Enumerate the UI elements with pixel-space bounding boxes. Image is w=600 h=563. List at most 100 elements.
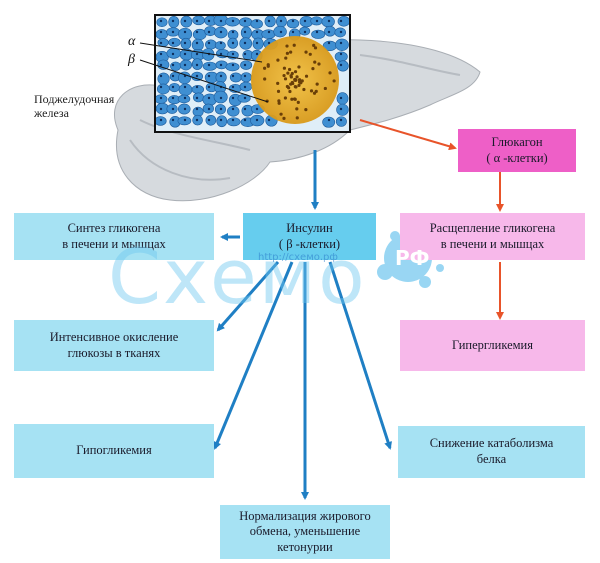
islet-cell-dot [287, 67, 292, 72]
islet-cell-dot [313, 46, 318, 50]
islet-cell-dot [289, 50, 293, 54]
arrow-insulin-hypoglycemia [213, 261, 294, 450]
cell-nucleus [207, 41, 211, 45]
islet-cell-dot [276, 81, 280, 85]
cell-nucleus [195, 96, 199, 100]
cell-nucleus [243, 96, 247, 100]
cell-nucleus [159, 107, 163, 111]
cell-nucleus [183, 63, 187, 67]
tissue-cell [205, 39, 217, 50]
islet-cell-dot [293, 70, 298, 74]
tissue-cell [240, 26, 252, 40]
tissue-cell [180, 15, 193, 28]
tissue-cell [311, 29, 326, 39]
islet-cell-dot [276, 58, 280, 62]
tissue-cell [240, 72, 252, 83]
cell-nucleus [303, 19, 307, 23]
cell-nucleus [339, 19, 343, 23]
cell-nucleus [243, 118, 247, 122]
red-arrows [359, 119, 504, 320]
islet-cell-dot [277, 99, 281, 103]
islet-cell-dot [323, 86, 327, 91]
cell-nucleus [231, 19, 235, 23]
watermark-url: http://схемо.рф [258, 252, 338, 263]
cell-nucleus [183, 96, 187, 100]
tissue-cell [337, 16, 350, 27]
cell-nucleus [243, 30, 247, 34]
islet-cell-dot [308, 52, 312, 56]
islet-cell-dot [332, 79, 336, 83]
cell-nucleus [315, 30, 319, 34]
islet-cell-dot [312, 43, 316, 47]
islet-cell-dot [297, 78, 302, 82]
cell-nucleus [207, 96, 211, 100]
cell-nucleus [327, 118, 331, 122]
tissue-cell [215, 71, 227, 84]
islet-cell-dot [315, 82, 319, 86]
cell-nucleus [231, 41, 235, 45]
islet-cell-dot [297, 83, 301, 87]
tissue-cell [168, 15, 180, 29]
cell-nucleus [207, 118, 211, 122]
islet-cell-dot [295, 107, 299, 111]
cell-nucleus [231, 74, 235, 78]
islet-cell-dot [328, 71, 332, 75]
cell-nucleus [255, 30, 259, 34]
cell-nucleus [171, 96, 175, 100]
cell-nucleus [339, 107, 343, 111]
cell-nucleus [183, 41, 187, 45]
cell-nucleus [195, 30, 199, 34]
islet-cell-dot [285, 44, 289, 48]
glycogen-breakdown-box: Расщепление гликогена в печени и мышцах [400, 213, 585, 260]
tissue-cell [227, 105, 240, 117]
arrow-insulin-protein [328, 261, 392, 450]
islet-cell-dot [282, 66, 287, 70]
islet-cell-dot [304, 74, 309, 78]
blue-arrows [213, 150, 392, 500]
islet-cell-dot [309, 89, 314, 93]
cell-nucleus [195, 85, 199, 89]
islet-cell-dot [304, 50, 308, 54]
islet-cell-dot [266, 64, 270, 68]
cell-nucleus [243, 107, 247, 111]
tissue-cell [156, 17, 168, 28]
insulin-box: Инсулин ( β -клетки) [243, 213, 376, 260]
glycogen-synthesis-box: Синтез гликогена в печени и мышцах [14, 213, 214, 260]
islet-cell-dot [293, 78, 297, 82]
tissue-cell [336, 92, 349, 105]
cell-nucleus [183, 30, 187, 34]
cell-nucleus [279, 30, 283, 34]
tissue-cell [205, 114, 217, 126]
cell-nucleus [195, 63, 199, 67]
tissue-cell [178, 71, 192, 85]
alpha-cell-label: α [128, 34, 136, 49]
tissue-cell [168, 82, 180, 93]
islet-cell-dot [288, 89, 292, 94]
islet-cell-dot [277, 101, 281, 105]
cell-nucleus [171, 63, 175, 67]
cell-nucleus [267, 19, 271, 23]
islet-cell-dot [263, 77, 267, 81]
fat-normalization-box: Нормализация жирового обмена, уменьшение… [220, 505, 390, 559]
cell-nucleus [183, 107, 187, 111]
cell-nucleus [279, 19, 283, 23]
glucose-oxidation-box: Интенсивное окисление глюкозы в тканях [14, 320, 214, 371]
cell-nucleus [171, 19, 175, 23]
cell-nucleus [303, 30, 307, 34]
islet-cell-dot [276, 89, 281, 94]
cell-nucleus [183, 19, 187, 23]
cell-nucleus [159, 96, 163, 100]
cell-nucleus [255, 41, 259, 45]
islet-cell-dot [282, 116, 286, 120]
cell-nucleus [231, 30, 235, 34]
islet-cell-dot [295, 116, 299, 120]
cell-nucleus [183, 85, 187, 89]
cell-nucleus [195, 74, 199, 78]
tissue-cell [226, 117, 241, 127]
cell-nucleus [159, 118, 163, 122]
pancreas-label: Поджелудочная железа [34, 92, 115, 121]
cell-nucleus [231, 85, 235, 89]
islet-cell-dot [263, 66, 267, 70]
cell-nucleus [159, 52, 163, 56]
tissue-cell [156, 83, 170, 95]
